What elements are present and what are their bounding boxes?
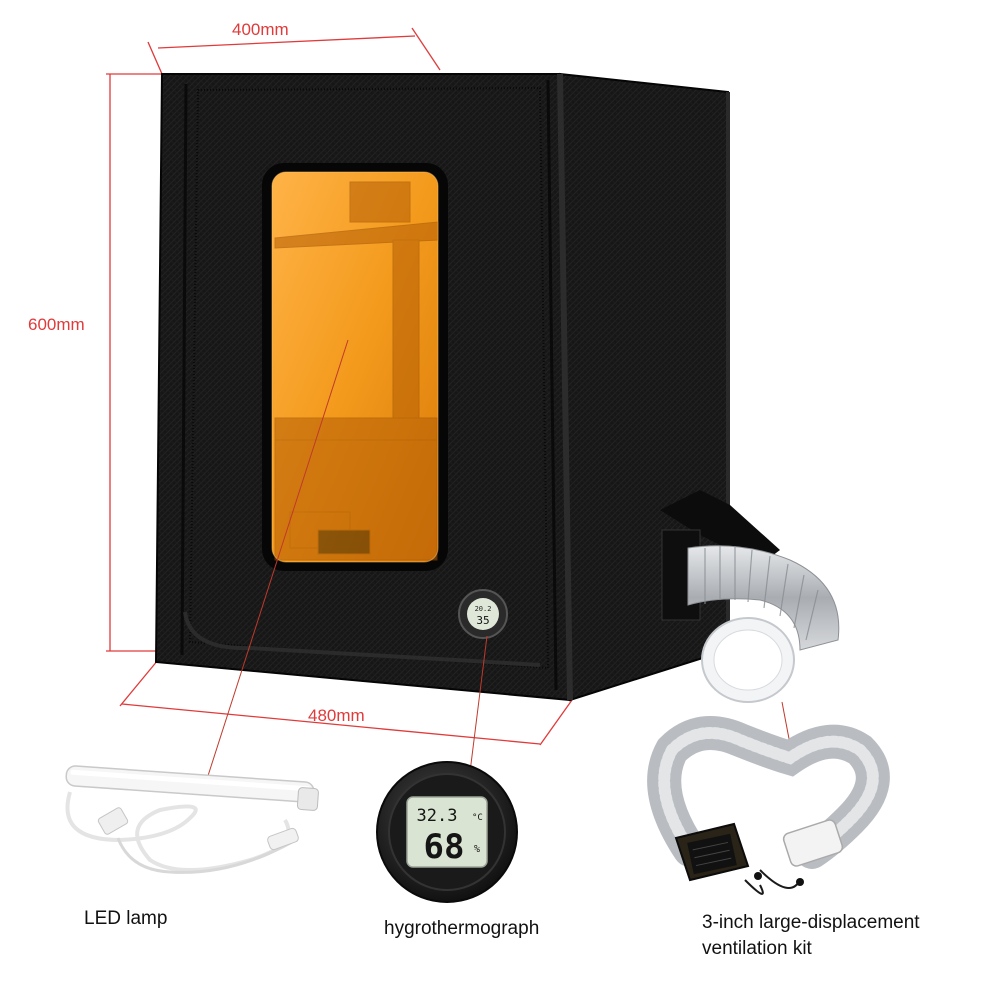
width-dimension-line (147, 27, 441, 75)
round-digital-hygrometer-icon: 32.3 °C 68 % (376, 761, 518, 903)
duct-fan-kit-icon (647, 716, 890, 895)
hygrometer-temperature-unit: °C (472, 813, 483, 823)
door-hygrometer: 20.2 35 (458, 589, 508, 639)
vent-caption-line1: 3-inch large-displacement (702, 912, 920, 933)
hygrometer-caption: hygrothermograph (384, 918, 540, 939)
depth-dimension-line (119, 659, 573, 746)
height-dimension-line (106, 73, 162, 652)
door-hygrometer-top-reading: 20.2 (475, 605, 492, 613)
callout-lines (205, 339, 791, 783)
height-label: 600mm (28, 315, 85, 334)
side-vent-assembly (660, 490, 840, 703)
viewing-window (262, 163, 448, 571)
width-label: 400mm (232, 20, 289, 39)
depth-label: 480mm (308, 706, 365, 725)
lamp-caption: LED lamp (84, 908, 168, 929)
hygrometer-humidity: 68 (424, 827, 465, 867)
led-tube-lamp-icon (65, 765, 319, 874)
vent-caption-line2: ventilation kit (702, 938, 812, 959)
door-hygrometer-bottom-reading: 35 (476, 614, 489, 627)
hygrometer-humidity-unit: % (474, 844, 480, 855)
hygrometer-temperature: 32.3 (417, 806, 458, 826)
